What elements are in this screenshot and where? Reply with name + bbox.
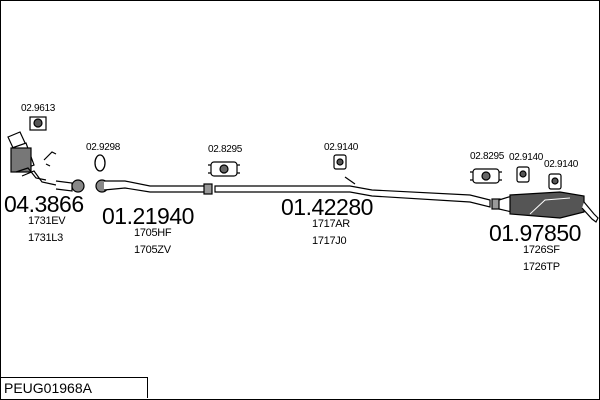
reference-label: PEUG01968A bbox=[0, 377, 148, 398]
gasket-drawing bbox=[94, 154, 106, 172]
rubber-mount-drawing bbox=[333, 154, 347, 170]
rubber-mount-right-part-number: 02.9140 bbox=[509, 152, 544, 163]
middle-pipe-code-2: 1717J0 bbox=[312, 235, 347, 247]
rubber-mount-far-right-part-number: 02.9140 bbox=[544, 159, 579, 170]
catalytic-converter-drawing bbox=[7, 131, 85, 193]
rear-silencer-code-1: 1726SF bbox=[523, 244, 560, 256]
front-pipe-drawing bbox=[95, 179, 213, 195]
front-pipe-part-number: 01.21940 bbox=[102, 203, 194, 229]
rubber-mount-right-drawing bbox=[516, 166, 562, 190]
exhaust-clamp-right-drawing bbox=[470, 168, 502, 184]
catalytic-converter-part-number: 04.3866 bbox=[4, 191, 84, 217]
middle-pipe-part-number: 01.42280 bbox=[281, 194, 373, 220]
clamp-drawing bbox=[29, 116, 47, 131]
rubber-mount-part-number: 02.9140 bbox=[324, 142, 359, 153]
front-pipe-code-2: 1705ZV bbox=[134, 244, 171, 256]
exhaust-clamp-drawing bbox=[208, 161, 240, 177]
gasket-part-number: 02.9298 bbox=[86, 142, 121, 153]
catalytic-converter-code-2: 1731L3 bbox=[28, 232, 63, 244]
catalytic-converter-code-1: 1731EV bbox=[28, 215, 66, 227]
front-pipe-code-1: 1705HF bbox=[134, 227, 172, 239]
middle-pipe-drawing bbox=[214, 176, 491, 208]
middle-pipe-code-1: 1717AR bbox=[312, 218, 350, 230]
exhaust-clamp-part-number: 02.8295 bbox=[208, 144, 243, 155]
exhaust-clamp-right-part-number: 02.8295 bbox=[470, 151, 505, 162]
clamp-part-number: 02.9613 bbox=[21, 103, 56, 114]
rear-silencer-code-2: 1726TP bbox=[523, 261, 560, 273]
rear-silencer-part-number: 01.97850 bbox=[489, 220, 581, 246]
rear-silencer-drawing bbox=[491, 191, 599, 223]
